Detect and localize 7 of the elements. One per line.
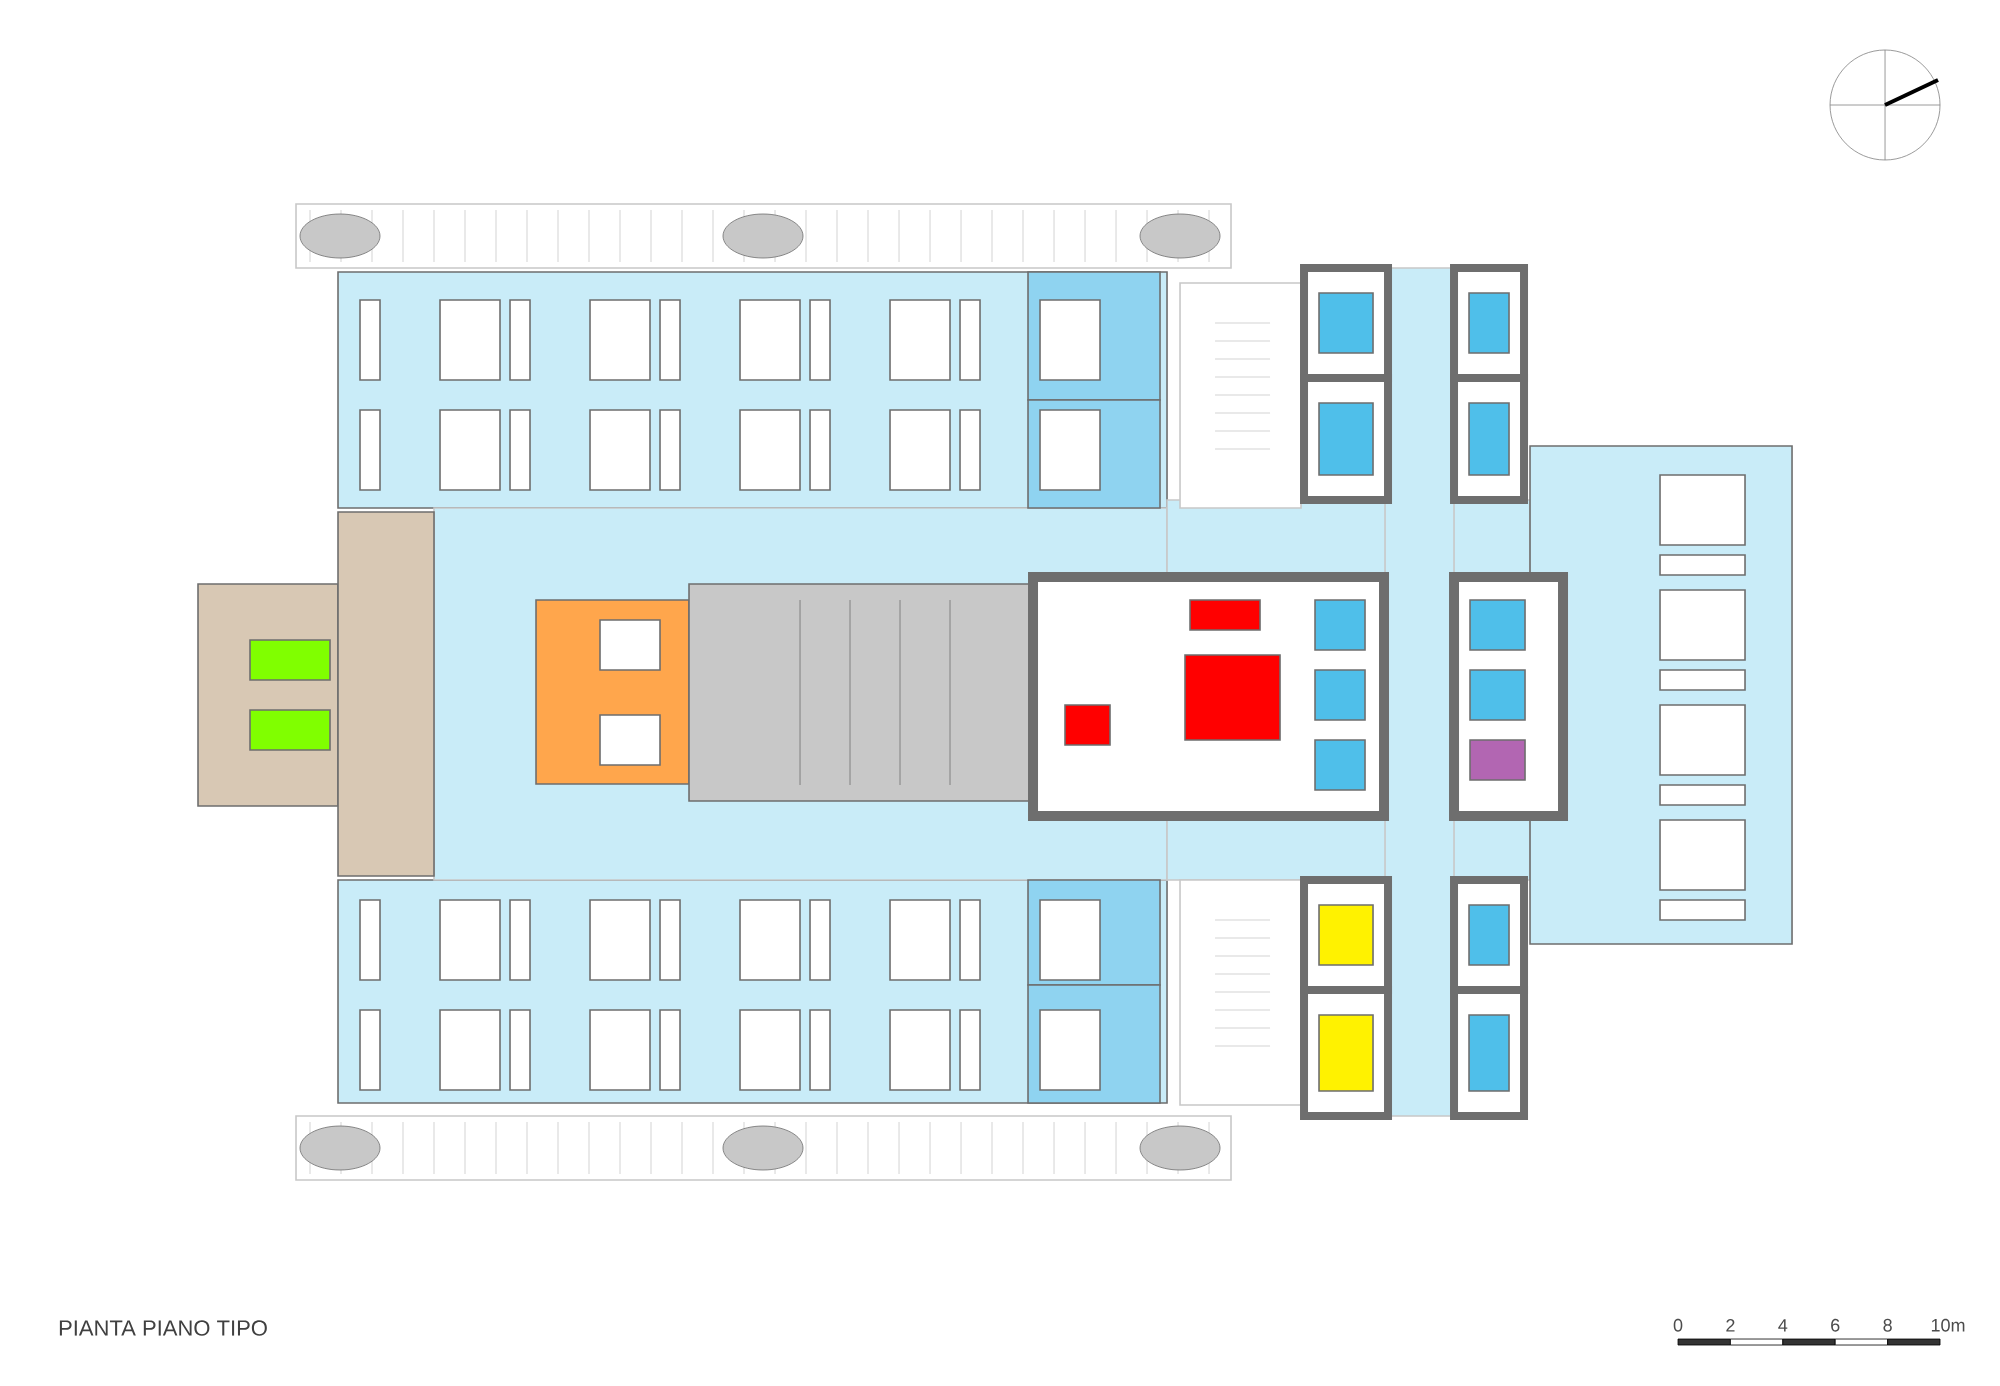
- plan-title: PIANTA PIANO TIPO: [59, 1320, 267, 1336]
- scale-label: 10m: [1931, 1318, 1965, 1332]
- scale-label: 4: [1778, 1319, 1788, 1332]
- scale-label: 6: [1831, 1318, 1840, 1332]
- scale-label: 0: [1673, 1318, 1683, 1332]
- scale-label: 2: [1726, 1319, 1735, 1332]
- scale-label: 8: [1883, 1318, 1892, 1332]
